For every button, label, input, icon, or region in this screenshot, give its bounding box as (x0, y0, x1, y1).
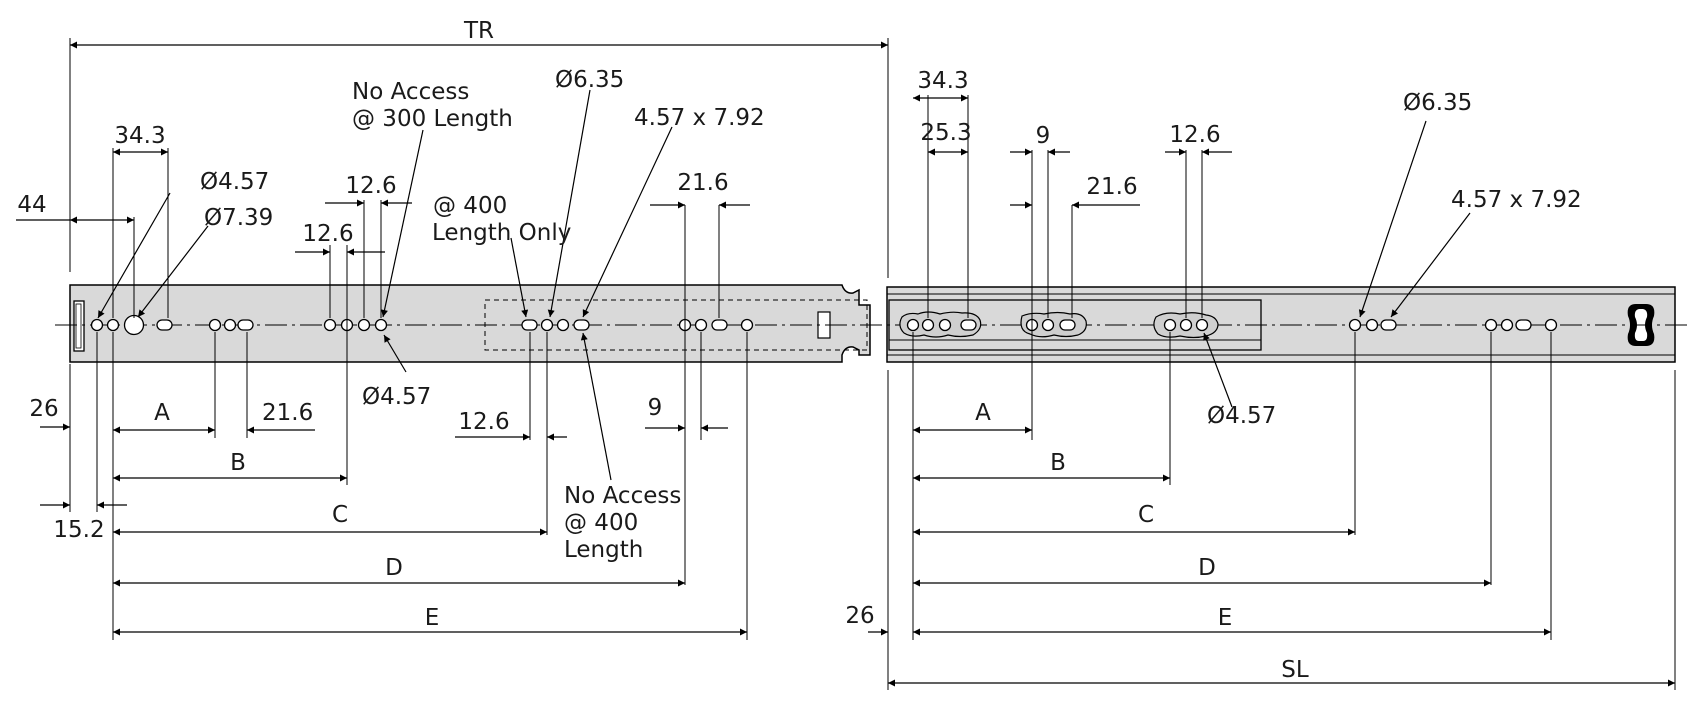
dim-left-dia-7-39: Ø7.39 (204, 205, 273, 231)
dim-left-e: E (425, 605, 440, 631)
dim-right-d: D (1198, 555, 1216, 581)
dim-left-dia-6-35: Ø6.35 (555, 67, 624, 93)
dim-right-a: A (975, 400, 991, 426)
dim-right-dia-4-57: Ø4.57 (1207, 403, 1276, 429)
dim-left-12-6-low: 12.6 (458, 409, 509, 435)
dim-left-9: 9 (648, 395, 663, 421)
dim-right-c: C (1138, 502, 1154, 528)
dim-right-9: 9 (1036, 123, 1051, 149)
note-no-access-400-line3: Length (564, 537, 643, 563)
dim-left-15-2: 15.2 (53, 517, 104, 543)
note-no-access-300-line2: @ 300 Length (352, 106, 513, 132)
dim-left-34-3: 34.3 (114, 123, 165, 149)
dim-right-b: B (1050, 450, 1066, 476)
dim-left-21-6-low: 21.6 (262, 400, 313, 426)
note-at-400-line1: @ 400 (433, 193, 507, 219)
dim-right-e: E (1218, 605, 1233, 631)
dim-left-a: A (154, 400, 170, 426)
dim-right-dia-6-35: Ø6.35 (1403, 90, 1472, 116)
dim-tr: TR (463, 18, 494, 44)
extension-lines (69, 38, 1676, 690)
note-no-access-400-line1: No Access (564, 483, 681, 509)
note-no-access-300-line1: No Access (352, 79, 469, 105)
dim-left-slot: 4.57 x 7.92 (634, 105, 765, 131)
dim-right-21-6: 21.6 (1086, 174, 1137, 200)
dim-right-25-3: 25.3 (920, 120, 971, 146)
dim-left-dia-4-57-top: Ø4.57 (200, 169, 269, 195)
end-stop-slot (73, 300, 85, 352)
dim-left-c: C (332, 502, 348, 528)
dim-left-21-6-top: 21.6 (677, 170, 728, 196)
dimension-lines (16, 41, 1675, 687)
dim-left-12-6-b: 12.6 (345, 173, 396, 199)
dimension-labels: TR SL 44 34.3 Ø4.57 Ø7.39 12.6 12.6 No A… (17, 18, 1581, 683)
dim-left-44: 44 (17, 192, 46, 218)
left-rail-member (69, 284, 871, 363)
note-no-access-400-line2: @ 400 (564, 510, 638, 536)
dim-left-dia-4-57-low: Ø4.57 (362, 384, 431, 410)
dim-right-12-6: 12.6 (1169, 122, 1220, 148)
dim-left-12-6-a: 12.6 (302, 221, 353, 247)
dim-left-d: D (385, 555, 403, 581)
note-at-400-line2: Length Only (432, 220, 571, 246)
dim-sl: SL (1281, 657, 1309, 683)
dim-left-b: B (230, 450, 246, 476)
dim-right-34-3: 34.3 (917, 68, 968, 94)
dim-left-26: 26 (29, 396, 58, 422)
dim-right-slot: 4.57 x 7.92 (1451, 187, 1582, 213)
right-rail-holes (899, 311, 1558, 339)
dim-right-26: 26 (845, 603, 874, 629)
